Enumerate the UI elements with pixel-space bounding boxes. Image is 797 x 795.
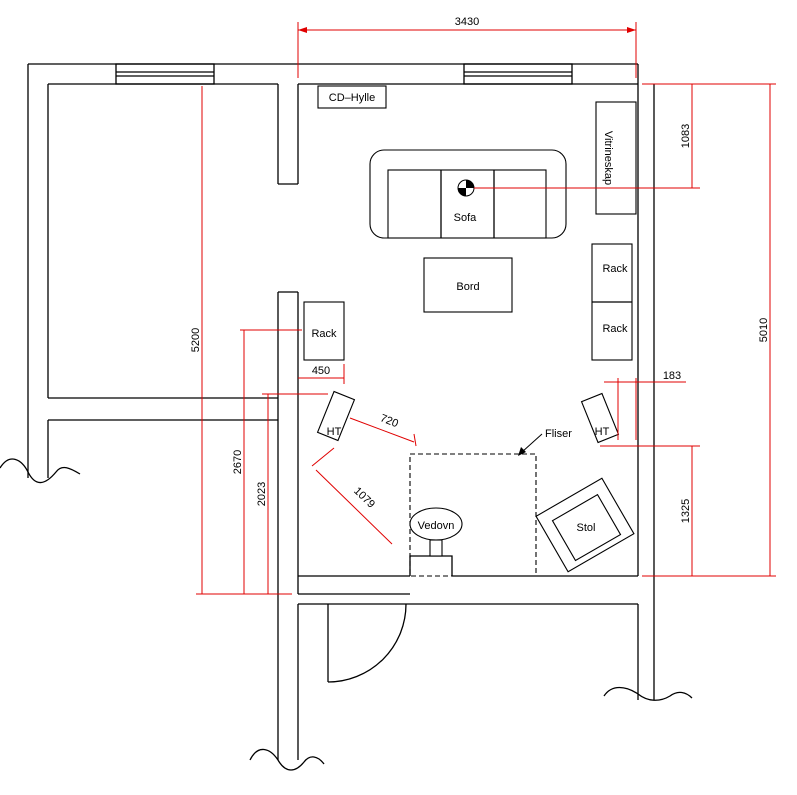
walls bbox=[0, 63, 693, 771]
table-label: Bord bbox=[456, 281, 479, 293]
listening-position-icon bbox=[457, 179, 475, 197]
dim-speaker-to-stove: 1079 bbox=[351, 485, 377, 511]
stove-label: Vedovn bbox=[418, 520, 455, 532]
rack-top-label: Rack bbox=[602, 263, 628, 275]
dim-left-height: 5200 bbox=[190, 328, 202, 352]
speaker-left-label: HT bbox=[327, 426, 342, 438]
speaker-left: HT bbox=[316, 390, 356, 442]
door bbox=[327, 603, 407, 683]
dim-left-outer: 2670 bbox=[232, 450, 244, 474]
dim-rack-width: 450 bbox=[312, 365, 330, 377]
chair-label: Stol bbox=[577, 522, 596, 534]
rack-left-label: Rack bbox=[311, 328, 337, 340]
dimension-lines: 3430 5200 2670 2023 450 720 1079 1083 bbox=[190, 16, 776, 595]
stove: Vedovn bbox=[409, 507, 463, 557]
table: Bord bbox=[423, 257, 513, 313]
cd-shelf-label: CD–Hylle bbox=[329, 92, 375, 104]
rack-bottom-label: Rack bbox=[602, 323, 628, 335]
rack-stack-right: Rack Rack bbox=[591, 243, 633, 361]
chair: Stol bbox=[535, 477, 635, 573]
dim-top-right: 1083 bbox=[680, 124, 692, 148]
speaker-right-label: HT bbox=[595, 426, 610, 438]
dim-room-width: 3430 bbox=[455, 16, 479, 28]
display-cabinet-label: Vitrineskap bbox=[602, 131, 614, 185]
rack-left: Rack bbox=[303, 301, 345, 361]
dim-right-height: 5010 bbox=[758, 318, 770, 342]
dim-right-lower: 1325 bbox=[680, 499, 692, 523]
dim-right-offset: 183 bbox=[663, 370, 681, 382]
tiles-label: Fliser bbox=[545, 428, 572, 440]
dim-left-inner: 2023 bbox=[256, 482, 268, 506]
speaker-right: HT bbox=[580, 392, 620, 444]
tiles-area: Fliser bbox=[409, 428, 572, 577]
sofa-label: Sofa bbox=[454, 212, 478, 224]
dim-speaker-gap: 720 bbox=[378, 412, 400, 430]
cd-shelf: CD–Hylle bbox=[317, 85, 387, 109]
display-cabinet: Vitrineskap bbox=[595, 101, 637, 215]
